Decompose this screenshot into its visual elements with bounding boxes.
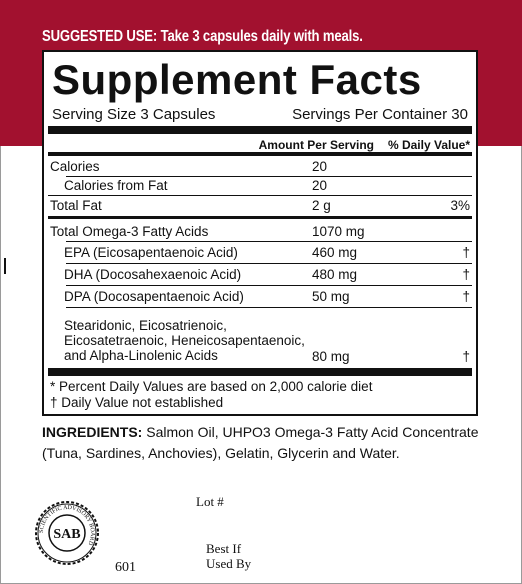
facts-row: Calories from Fat 20 — [50, 178, 470, 194]
facts-row: Total Omega-3 Fatty Acids 1070 mg — [50, 224, 470, 240]
facts-title: Supplement Facts — [52, 56, 422, 103]
row-dv: 3% — [450, 198, 470, 213]
row-amount: 460 mg — [312, 245, 358, 260]
divider-medium — [48, 216, 472, 219]
suggested-use-text: Take 3 capsules daily with meals. — [160, 28, 363, 45]
footnote-not-established: † Daily Value not established — [50, 395, 224, 410]
other-acids-line: and Alpha-Linolenic Acids — [64, 348, 218, 363]
row-dv: † — [462, 267, 470, 282]
row-divider — [66, 285, 472, 286]
row-amount: 480 mg — [312, 267, 358, 282]
side-mark — [4, 258, 6, 274]
row-divider — [66, 263, 472, 264]
divider-thick-bottom — [48, 368, 472, 376]
footnote-daily-value: * Percent Daily Values are based on 2,00… — [50, 379, 373, 394]
row-divider — [66, 307, 472, 308]
lot-number-label: Lot # — [196, 494, 224, 509]
row-name: EPA (Eicosapentaenoic Acid) — [64, 245, 238, 260]
row-name: Total Omega-3 Fatty Acids — [50, 224, 209, 239]
row-amount: 20 — [312, 178, 328, 193]
row-divider — [66, 241, 472, 242]
facts-row: Total Fat 2 g 3% — [50, 198, 470, 214]
other-acids-name: Stearidonic, Eicosatrienoic, Eicosatetra… — [64, 318, 305, 363]
seal-center-text: SAB — [53, 527, 80, 542]
header-daily-value: % Daily Value* — [387, 138, 470, 152]
row-dv: † — [462, 245, 470, 260]
divider-header — [48, 152, 472, 156]
row-dv: † — [462, 289, 470, 304]
facts-row: Calories 20 — [50, 159, 470, 175]
divider-thick — [48, 126, 472, 134]
row-name: Calories from Fat — [64, 178, 168, 193]
other-acids-line: Stearidonic, Eicosatrienoic, — [64, 318, 227, 333]
facts-row: DPA (Docosapentaenoic Acid) 50 mg † — [50, 289, 470, 305]
product-code: 601 — [115, 560, 136, 575]
row-divider — [66, 176, 472, 177]
supplement-facts-panel: Supplement Facts Serving Size 3 Capsules… — [42, 50, 478, 416]
suggested-use: SUGGESTED USE: Take 3 capsules daily wit… — [42, 28, 427, 46]
servings-per-container: Servings Per Container 30 — [292, 106, 468, 123]
row-amount: 2 g — [312, 198, 331, 213]
row-divider — [48, 195, 472, 196]
ingredients-text: Salmon Oil, UHPO3 Omega-3 Fatty Acid Con… — [42, 424, 479, 461]
row-amount: 20 — [312, 159, 328, 174]
facts-row: DHA (Docosahexaenoic Acid) 480 mg † — [50, 267, 470, 283]
suggested-use-label: SUGGESTED USE: — [42, 28, 158, 45]
ingredients-label: INGREDIENTS: — [42, 424, 143, 440]
ingredients: INGREDIENTS: Salmon Oil, UHPO3 Omega-3 F… — [42, 422, 482, 464]
used-by-line: Used By — [206, 556, 252, 571]
other-acids-dv: † — [462, 349, 470, 364]
serving-size: Serving Size 3 Capsules — [52, 106, 216, 123]
row-name: DPA (Docosapentaenoic Acid) — [64, 289, 244, 304]
row-name: DHA (Docosahexaenoic Acid) — [64, 267, 242, 282]
row-name: Total Fat — [50, 198, 102, 213]
other-acids-amount: 80 mg — [312, 349, 350, 364]
row-amount: 50 mg — [312, 289, 350, 304]
best-if-line: Best If — [206, 541, 242, 556]
facts-row: EPA (Eicosapentaenoic Acid) 460 mg † — [50, 245, 470, 261]
row-amount: 1070 mg — [312, 224, 365, 239]
other-acids-line: Eicosatetraenoic, Heneicosapentaenoic, — [64, 333, 305, 348]
row-name: Calories — [50, 159, 100, 174]
best-if-used-by: Best If Used By — [206, 541, 251, 571]
sab-seal-icon: SCIENTIFIC ADVISORY BOARD SAB — [35, 501, 99, 565]
header-amount-per-serving: Amount Per Serving — [258, 138, 374, 152]
